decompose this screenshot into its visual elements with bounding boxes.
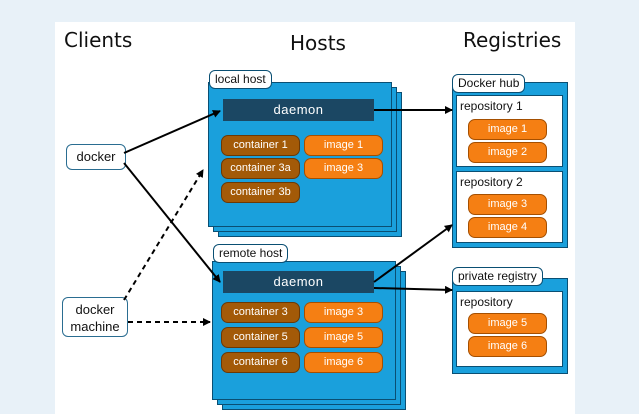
local-host-label: local host	[209, 70, 272, 89]
remote-container-6: container 6	[221, 352, 300, 373]
docker-machine-label-line2: machine	[70, 319, 120, 334]
hosts-heading: Hosts	[290, 31, 346, 55]
remote-image-3: image 3	[304, 302, 383, 323]
clients-heading: Clients	[64, 28, 133, 52]
local-container-3b: container 3b	[221, 182, 300, 203]
hub-repo1-image-1: image 1	[468, 119, 547, 140]
local-image-1: image 1	[304, 135, 383, 156]
docker-hub-label: Docker hub	[452, 74, 526, 93]
remote-container-3: container 3	[221, 302, 300, 323]
remote-daemon-to-private-registry-arrow	[373, 285, 453, 294]
registries-heading: Registries	[463, 28, 562, 52]
remote-daemon: daemon	[223, 271, 374, 293]
private-image-5: image 5	[468, 313, 547, 334]
private-repository-label: repository	[460, 295, 513, 309]
private-image-6: image 6	[468, 336, 547, 357]
machine-to-local-host-arrow	[123, 169, 204, 301]
remote-daemon-to-docker-hub-arrow	[373, 224, 453, 283]
remote-image-6: image 6	[304, 352, 383, 373]
local-container-3a: container 3a	[221, 158, 300, 179]
remote-image-5: image 5	[304, 327, 383, 348]
docker-client: docker	[66, 144, 126, 170]
repository-2-label: repository 2	[460, 175, 523, 189]
private-registry-label: private registry	[452, 267, 543, 286]
local-daemon: daemon	[223, 99, 374, 121]
local-container-1: container 1	[221, 135, 300, 156]
docker-to-local-daemon-arrow	[123, 110, 221, 154]
hub-repo1-image-2: image 2	[468, 142, 547, 163]
local-image-3: image 3	[304, 158, 383, 179]
hub-repo2-image-4: image 4	[468, 217, 547, 238]
repository-1-label: repository 1	[460, 99, 523, 113]
hub-repo2-image-3: image 3	[468, 194, 547, 215]
docker-machine-label-line1: docker	[75, 302, 115, 317]
docker-machine-client: docker machine	[62, 297, 128, 337]
remote-host-label: remote host	[213, 244, 289, 263]
remote-container-5: container 5	[221, 327, 300, 348]
